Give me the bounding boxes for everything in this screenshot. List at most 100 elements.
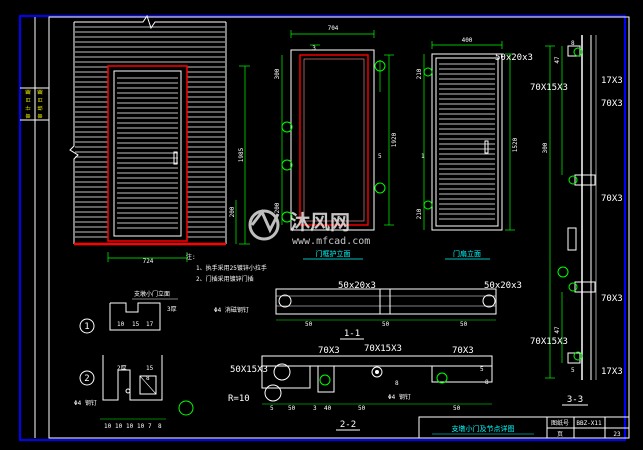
leaf-handle-icon [484, 140, 489, 154]
section-3-3-stock-3: 17X3 [601, 76, 623, 86]
section-2-2-radius: R=10 [228, 394, 250, 404]
section-3-3-dim-1: 300 [542, 142, 549, 153]
detail-2-sub: 15 [146, 365, 154, 372]
leaf-inner [435, 57, 499, 227]
watermark: 沐风网 www.mfcad.com [248, 209, 370, 247]
section-1-1-stock-b: 50x20x3 [484, 281, 522, 291]
section-2-2-extra-dim-2: 8 [485, 379, 489, 386]
watermark-brand: 沐风网 [290, 210, 350, 234]
note-1: 1、执手采用25镀锌小拉手 [196, 264, 267, 272]
elevation-height-dim: 1985 [238, 147, 245, 162]
title-block: 支墩小门及节点详图 图纸号 BBZ-X11 页 23 [418, 416, 630, 439]
frame-left-dim-1: 300 [274, 68, 281, 79]
detail-1-dim-1: 10 [117, 321, 125, 328]
front-elevation: 724 1985 200 [69, 14, 250, 265]
detail-2-dim-3: 10 [126, 423, 134, 430]
elevation-dimensions [107, 65, 250, 262]
detail-2-dim-5: 7 [148, 423, 152, 430]
detail-2-dim-1: 10 [104, 423, 112, 430]
break-line-top [74, 14, 226, 30]
detail-2-marker [178, 400, 194, 416]
section-2-2-top-plate [261, 355, 493, 367]
section-1-1-stock-a: 50x20x3 [338, 281, 376, 291]
detail-2-dim-6: 8 [158, 423, 162, 430]
leaf-outer [431, 53, 503, 231]
section-2-2-pin: Φ4 钢钉 [388, 393, 411, 401]
detail-2-sub2: 8 [146, 375, 150, 382]
stamp-text-1: 审 计 日 期 [25, 89, 32, 118]
section-2-2: 70X3 70X15X3 70X3 50X15X3 R=10 Φ4 钢钉 5 8… [228, 344, 493, 431]
drawing-title: 支墩小门及节点详图 [452, 424, 515, 433]
drawing-frame [19, 15, 630, 441]
detail-1-size: 3厚 [167, 306, 177, 313]
section-2-2-dim-5: 5 [270, 405, 274, 412]
leaf-dimensions [423, 41, 515, 231]
section-2-2-stock-2: 70X15X3 [364, 344, 402, 354]
detail-2-dim-2: 10 [115, 423, 123, 430]
section-1-1: 50x20x3 50x20x3 Φ4 消磁钢钉 50 50 50 1-1 [214, 281, 522, 340]
section-1-1-dim-3: 50 [460, 321, 468, 328]
detail-2-profile [102, 355, 163, 401]
frame-outer [290, 49, 375, 231]
detail-2-bubble [79, 370, 95, 386]
detail-1-bubble [79, 318, 95, 334]
section-3-3-stock-5: 70X3 [601, 194, 623, 204]
detail-1-dim-2: 15 [132, 321, 140, 328]
frame-dimensions [281, 30, 394, 226]
drawing-no-label: 图纸号 [551, 419, 569, 427]
page-no: 23 [613, 431, 621, 438]
frame-inner-pink [303, 58, 365, 222]
watermark-logo-icon [248, 209, 280, 241]
frame-right-dim: 1920 [391, 132, 398, 147]
detail-2-label: 2厚 [117, 365, 127, 372]
door-handle-icon [173, 151, 178, 165]
section-3-3-stock-7: 17X3 [601, 367, 623, 377]
section-2-2-label: 2-2 [340, 420, 356, 430]
leaf-left-dim-2: 210 [416, 208, 423, 219]
leaf-mid-dim: 1 [421, 153, 425, 160]
leaf-hinge-markers [423, 67, 433, 210]
frame-hinge-markers [281, 60, 386, 223]
section-3-3-label: 3-3 [567, 395, 583, 405]
detail-2-dim-4: 10 [137, 423, 145, 430]
door-leaf-elevation: 400 50x20x3 210 210 1520 1 门扇立面 [416, 37, 533, 260]
leaf-caption: 门扇立面 [453, 249, 481, 258]
leaf-left-dim-1: 210 [416, 68, 423, 79]
notes: 注: 1、执手采用25镀锌小拉手 2、门插采用镀锌门插 [186, 253, 267, 283]
section-1-1-label: 1-1 [344, 329, 360, 339]
section-3-3-dim-3: 47 [554, 56, 561, 64]
detail-1-num: 1 [84, 322, 89, 332]
detail-2-num: 2 [84, 374, 89, 384]
frame-right-sub-dim: 5 [378, 153, 382, 160]
frame-width-dim: 704 [328, 25, 339, 32]
section-3-3-stock-4: 70X3 [601, 99, 623, 109]
section-1-1-dim-2: 50 [382, 321, 390, 328]
section-2-2-dim-3: 50 [358, 405, 366, 412]
watermark-url: www.mfcad.com [292, 236, 370, 247]
section-2-2-dim-4: 50 [453, 405, 461, 412]
note-2: 2、门插采用镀锌门插 [196, 275, 254, 283]
section-3-3-stock-1: 70X15X3 [530, 83, 568, 93]
elevation-width-dim: 724 [143, 258, 154, 265]
section-2-2-left-stock: 50X15X3 [230, 365, 268, 375]
detail-1-profile [109, 302, 161, 331]
drawing-no: BBZ-X11 [576, 420, 602, 427]
page-label: 页 [557, 431, 563, 438]
section-2-2-extra-dim-3: 5 [480, 366, 484, 373]
section-2-2-dim-2: 40 [324, 405, 332, 412]
detail-title: 支墩小门立面 [134, 290, 170, 298]
stamp-text-2: 审 核 日 期 [37, 89, 44, 118]
elevation-door-leaf [113, 70, 182, 237]
elevation-sub-dim: 200 [229, 206, 236, 217]
frame-inner-red [299, 54, 369, 226]
notes-marker: 注: [186, 253, 196, 261]
section-2-2-dim-1: 50 [288, 405, 296, 412]
leaf-right-dim: 1520 [512, 137, 519, 152]
section-3-3-stock-2: 70X15X3 [530, 337, 568, 347]
section-2-2-stock-1: 70X3 [318, 346, 340, 356]
section-1-1-pin: Φ4 消磁钢钉 [214, 306, 249, 314]
section-1-1-dim-1: 50 [305, 321, 313, 328]
section-3-3-stock-6: 70X3 [601, 294, 623, 304]
elevation-door-slats [117, 77, 178, 229]
